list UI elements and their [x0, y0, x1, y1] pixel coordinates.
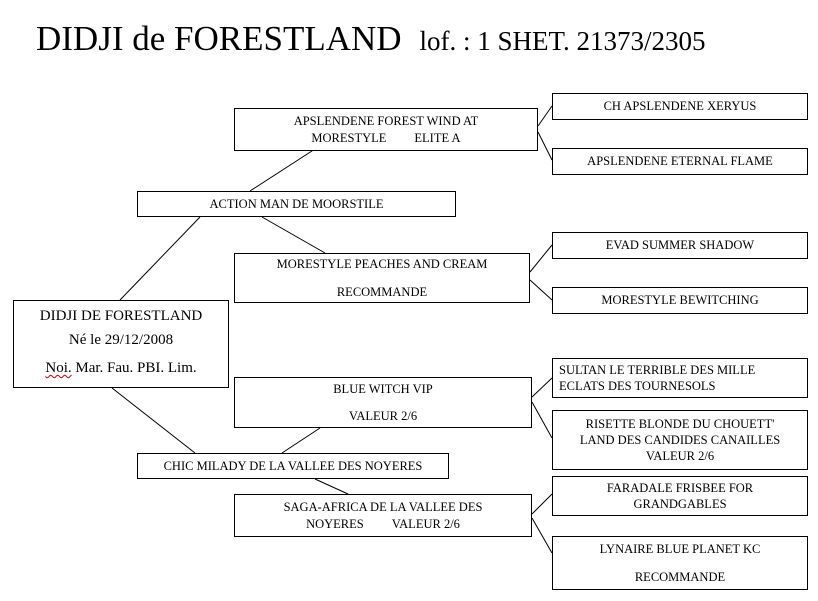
dam-dam-line2: NOYERES VALEUR 2/6: [239, 516, 527, 532]
gg8-line2: RECOMMANDE: [634, 569, 726, 584]
sire-name: ACTION MAN DE MOORSTILE: [209, 196, 384, 211]
dam-box: CHIC MILADY DE LA VALLEE DES NOYERES: [137, 453, 449, 479]
gg6-line1: RISETTE BLONDE DU CHOUETT': [585, 416, 775, 431]
gg3-name: EVAD SUMMER SHADOW: [605, 238, 755, 253]
dam-sire-box: BLUE WITCH VIP VALEUR 2/6: [234, 377, 532, 428]
sire-sire-box: APSLENDENE FOREST WIND AT MORESTYLE ELITE…: [234, 108, 538, 151]
dam-name: CHIC MILADY DE LA VALLEE DES NOYERES: [163, 458, 423, 473]
sire-box: ACTION MAN DE MOORSTILE: [137, 191, 456, 217]
gg5-box: SULTAN LE TERRIBLE DES MILLE ECLATS DES …: [552, 358, 808, 398]
connector-gg1: [537, 105, 553, 127]
dam-dam-line2b: VALEUR 2/6: [391, 516, 460, 531]
dam-dam-line2a: NOYERES: [306, 516, 364, 531]
connector-gg2: [537, 131, 553, 161]
gg5-line2: ECLATS DES TOURNESOLS: [559, 379, 716, 393]
dam-dam-box: SAGA-AFRICA DE LA VALLEE DES NOYERES VALE…: [234, 494, 532, 537]
sire-sire-line2b: ELITE A: [414, 130, 461, 145]
sire-dam-line1: MORESTYLE PEACHES AND CREAM: [276, 257, 488, 272]
subject-born: Né le 29/12/2008: [68, 332, 174, 348]
gg6-box: RISETTE BLONDE DU CHOUETT' LAND DES CAND…: [552, 410, 808, 470]
gg8-box: LYNAIRE BLUE PLANET KC RECOMMANDE: [552, 536, 808, 590]
gg7-line1: FARADALE FRISBEE FOR: [606, 480, 754, 495]
connector-gg7: [531, 493, 553, 515]
connector-gg5: [531, 377, 553, 398]
subject-box: DIDJI DE FORESTLAND Né le 29/12/2008 Noi…: [13, 300, 229, 388]
gg6-line2: LAND DES CANDIDES CANAILLES: [579, 432, 781, 447]
gg8-line1: LYNAIRE BLUE PLANET KC: [599, 542, 761, 557]
gg6-line3: VALEUR 2/6: [645, 449, 715, 464]
dam-sire-line1: BLUE WITCH VIP: [333, 381, 433, 396]
sire-dam-line2: RECOMMANDE: [336, 284, 428, 299]
connector-sire-sire: [249, 148, 316, 192]
connector-gg3: [529, 244, 553, 273]
connector-gg8: [531, 517, 553, 554]
sire-sire-line1: APSLENDENE FOREST WIND AT: [293, 114, 479, 129]
title-name: DIDJI de FORESTLAND: [36, 19, 402, 58]
gg2-box: APSLENDENE ETERNAL FLAME: [552, 148, 808, 175]
connector-subject-dam: [111, 387, 196, 454]
gg7-box: FARADALE FRISBEE FOR GRANDGABLES: [552, 476, 808, 516]
gg1-name: CH APSLENDENE XERYUS: [603, 99, 757, 114]
sire-sire-line2a: MORESTYLE: [311, 130, 387, 145]
subject-name: DIDJI DE FORESTLAND: [39, 308, 203, 324]
subject-color-prefix: Noi.: [45, 360, 72, 376]
gg4-name: MORESTYLE BEWITCHING: [601, 293, 759, 308]
connector-sire-dam: [261, 216, 326, 254]
connector-gg4: [529, 279, 553, 301]
connector-subject-sire: [119, 216, 201, 301]
gg5-line1: SULTAN LE TERRIBLE DES MILLE: [559, 362, 756, 377]
gg4-box: MORESTYLE BEWITCHING: [552, 287, 808, 314]
pedigree-title: DIDJI de FORESTLAND lof. : 1 SHET. 21373/…: [36, 18, 706, 60]
subject-color-rest: Mar. Fau. PBI. Lim.: [71, 360, 197, 376]
gg2-name: APSLENDENE ETERNAL FLAME: [587, 154, 773, 169]
gg3-box: EVAD SUMMER SHADOW: [552, 232, 808, 259]
dam-sire-line2: VALEUR 2/6: [348, 409, 418, 423]
title-lof: lof. : 1 SHET. 21373/2305: [419, 26, 706, 56]
connector-dam-dam-dam: [314, 478, 349, 495]
subject-color: Noi. Mar. Fau. PBI. Lim.: [18, 356, 224, 380]
gg1-box: CH APSLENDENE XERYUS: [552, 93, 808, 120]
gg7-line2: GRANDGABLES: [633, 497, 727, 511]
sire-dam-box: MORESTYLE PEACHES AND CREAM RECOMMANDE: [234, 253, 530, 303]
connector-gg6: [531, 401, 553, 439]
sire-sire-line2: MORESTYLE ELITE A: [239, 130, 533, 146]
connector-dam-dam-sire: [281, 427, 321, 454]
dam-dam-line1: SAGA-AFRICA DE LA VALLEE DES: [283, 500, 483, 515]
